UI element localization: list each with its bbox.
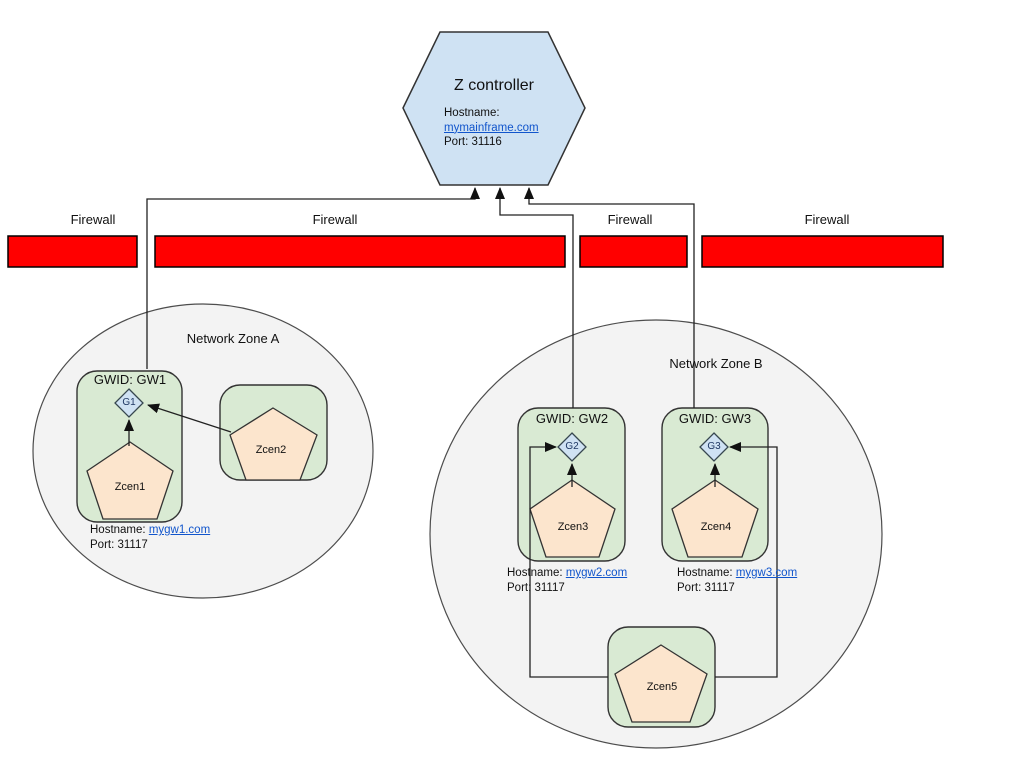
controller-hostname-link[interactable]: mymainframe.com xyxy=(444,121,539,134)
zone-a-title: Network Zone A xyxy=(186,331,280,346)
g3-diamond xyxy=(699,432,729,462)
zcen4-pentagon xyxy=(671,479,759,558)
zcen1-pentagon xyxy=(86,441,174,520)
zcen2-label: Zcen2 xyxy=(255,444,287,456)
firewall-label-4: Firewall xyxy=(804,212,850,227)
zcen5-label: Zcen5 xyxy=(646,681,678,693)
g1-diamond xyxy=(114,388,144,418)
gw2-hostname-link[interactable]: mygw2.com xyxy=(565,567,628,579)
firewall-bar-1 xyxy=(7,235,138,268)
arrow-zcen5-to-g2 xyxy=(529,442,608,678)
gw3-hostname-link[interactable]: mygw3.com xyxy=(735,567,798,579)
g2-diamond xyxy=(557,432,587,462)
gw1-port: Port: 31117 xyxy=(90,538,148,551)
firewall-bar-4 xyxy=(701,235,944,268)
gw2-hostname-label: Hostname: xyxy=(507,567,563,579)
gw1-hostname-link[interactable]: mygw1.com xyxy=(148,524,211,536)
gw2-host-info: Hostname: mygw2.com Port: 31117 xyxy=(507,566,627,595)
connector-gw2-to-controller xyxy=(495,187,574,408)
gw2-gwid-label: GWID: GW2 xyxy=(535,411,609,426)
g3-label: G3 xyxy=(707,441,721,452)
zcen3-pentagon xyxy=(529,479,616,558)
zcen1-label: Zcen1 xyxy=(114,481,146,493)
z-controller-hexagon xyxy=(402,31,586,186)
g1-label: G1 xyxy=(122,397,136,408)
firewall-label-2: Firewall xyxy=(312,212,358,227)
controller-hostname-label: Hostname: xyxy=(444,107,500,119)
firewall-bar-3 xyxy=(579,235,688,268)
firewall-label-3: Firewall xyxy=(607,212,653,227)
gw3-hostname-label: Hostname: xyxy=(677,567,733,579)
gw3-host-info: Hostname: mygw3.com Port: 31117 xyxy=(677,566,797,595)
zcen3-label: Zcen3 xyxy=(557,521,589,533)
gw1-host-info: Hostname: mygw1.com Port: 31117 xyxy=(90,523,210,552)
zone-b-title: Network Zone B xyxy=(669,356,763,371)
z-controller-info: Hostname: mymainframe.com Port: 31116 xyxy=(444,106,539,150)
gw2-port: Port: 31117 xyxy=(507,581,565,594)
arrow-zcen5-to-g3 xyxy=(715,442,778,678)
zcen4-label: Zcen4 xyxy=(700,521,732,533)
zcen5-pentagon xyxy=(614,644,708,723)
gw3-port: Port: 31117 xyxy=(677,581,735,594)
connector-gw1-to-controller xyxy=(146,187,480,369)
zcen2-pentagon xyxy=(229,407,318,481)
gw1-gwid-label: GWID: GW1 xyxy=(93,372,167,387)
firewall-label-1: Firewall xyxy=(70,212,116,227)
firewall-bar-2 xyxy=(154,235,566,268)
arrow-zcen2-to-g1 xyxy=(147,403,232,433)
g2-label: G2 xyxy=(565,441,579,452)
z-controller-title: Z controller xyxy=(453,77,535,94)
gw3-gwid-label: GWID: GW3 xyxy=(678,411,752,426)
gw1-hostname-label: Hostname: xyxy=(90,524,146,536)
connector-gw3-to-controller xyxy=(524,187,695,408)
controller-port: Port: 31116 xyxy=(444,136,502,148)
